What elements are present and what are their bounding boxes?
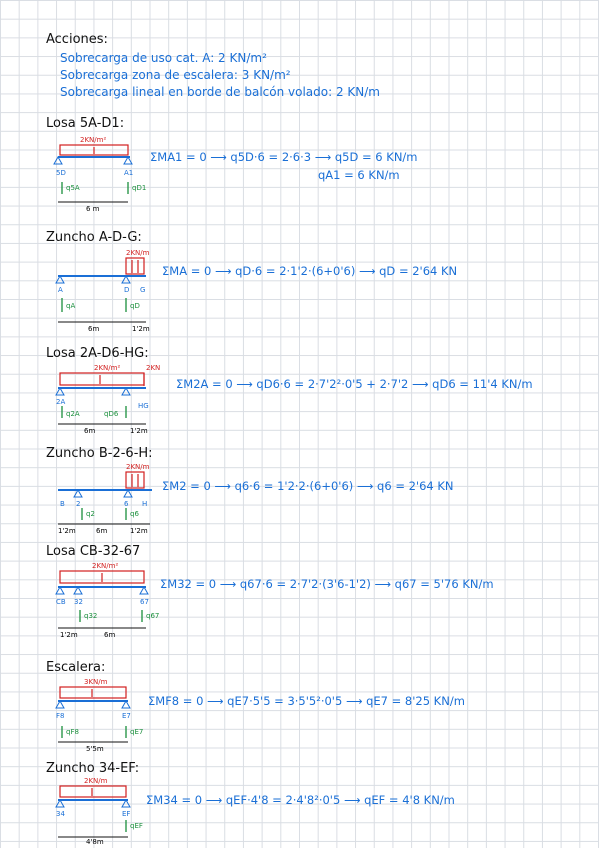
support-label: B [60,500,65,508]
accion-balcon: Sobrecarga lineal en borde de balcón vol… [60,85,380,99]
reaction-label: q67 [146,612,160,620]
section-title-zuncho-34-ef: Zuncho 34-EF: [46,761,140,776]
equation: ΣM2A = 0 ⟶ qD6·6 = 2·7'2²·0'5 + 2·7'2 ⟶ … [176,377,533,391]
load-label: 2KN/m [84,777,108,785]
equation: ΣMA = 0 ⟶ qD·6 = 2·1'2·(6+0'6) ⟶ qD = 2'… [162,264,458,278]
support-label: 67 [140,598,149,606]
accion-uso: Sobrecarga de uso cat. A: 2 KN/m² [60,51,267,65]
load-label: 3KN/m [84,678,108,686]
support-label: 32 [74,598,83,606]
reaction-label: qE7 [130,728,144,736]
equation: ΣMF8 = 0 ⟶ qE7·5'5 = 3·5'5²·0'5 ⟶ qE7 = … [148,694,465,708]
load-label: 2KN [146,364,161,372]
support-label: F8 [56,712,65,720]
load-label: 2KN/m [126,249,150,257]
support-label: 6 [124,500,129,508]
section-title-losa-cb-32-67: Losa CB-32-67 [46,544,141,559]
acciones-title: Acciones: [46,32,108,47]
reaction-label: q2 [86,510,95,518]
reaction-label: qA [66,302,76,310]
equation: ΣMA1 = 0 ⟶ q5D·6 = 2·6·3 ⟶ q5D = 6 KN/m [150,150,418,164]
dimension-label: 1'2m [58,527,76,535]
reaction-label: q2A [66,410,80,418]
dimension-label: 1'2m [130,527,148,535]
dimension-label: 1'2m [60,631,78,639]
accion-escalera: Sobrecarga zona de escalera: 3 KN/m² [60,68,291,82]
support-label: D [124,286,130,294]
support-label: 5D [56,169,66,177]
dimension-label: 5'5m [86,745,104,753]
dimension-label: 6m [88,325,100,333]
dimension-label: 6 m [86,205,100,213]
load-label: 2KN/m [126,463,150,471]
equation: ΣM2 = 0 ⟶ q6·6 = 1'2·2·(6+0'6) ⟶ q6 = 2'… [162,479,454,493]
equation: ΣM32 = 0 ⟶ q67·6 = 2·7'2·(3'6-1'2) ⟶ q67… [160,577,494,591]
support-label: A1 [124,169,134,177]
support-label: 34 [56,810,65,818]
reaction-label: qD1 [132,184,147,192]
section-title-losa-5a-d1: Losa 5A-D1: [46,116,125,131]
support-label: 2 [76,500,81,508]
support-label: HG [138,402,149,410]
section-title-zuncho-b-2-6-h: Zuncho B-2-6-H: [46,446,153,461]
load-label: 2KN/m² [92,562,119,570]
support-label: EF [122,810,131,818]
dimension-label: 6m [104,631,116,639]
support-label: CB [56,598,66,606]
reaction-label: q32 [84,612,98,620]
dimension-label: 6m [84,427,96,435]
support-label: G [140,286,146,294]
reaction-label: qD6 [104,410,119,418]
dimension-label: 1'2m [130,427,148,435]
dimension-label: 4'8m [86,838,104,846]
load-label: 2KN/m² [94,364,121,372]
support-label: 2A [56,398,66,406]
reaction-label: qEF [130,822,143,830]
reaction-label: q5A [66,184,80,192]
support-label: H [142,500,148,508]
reaction-label: qD [130,302,140,310]
reaction-label: q6 [130,510,139,518]
section-title-zuncho-a-d-g: Zuncho A-D-G: [46,230,142,245]
section-title-losa-2a-d6-hg: Losa 2A-D6-HG: [46,346,149,361]
reaction-label: qF8 [66,728,79,736]
dimension-label: 6m [96,527,108,535]
load-label: 2KN/m² [80,136,107,144]
support-label: A [58,286,63,294]
support-label: E7 [122,712,131,720]
equation: ΣM34 = 0 ⟶ qEF·4'8 = 2·4'8²·0'5 ⟶ qEF = … [146,793,455,807]
equation: qA1 = 6 KN/m [318,168,400,182]
dimension-label: 1'2m [132,325,150,333]
section-title-escalera: Escalera: [46,660,106,675]
